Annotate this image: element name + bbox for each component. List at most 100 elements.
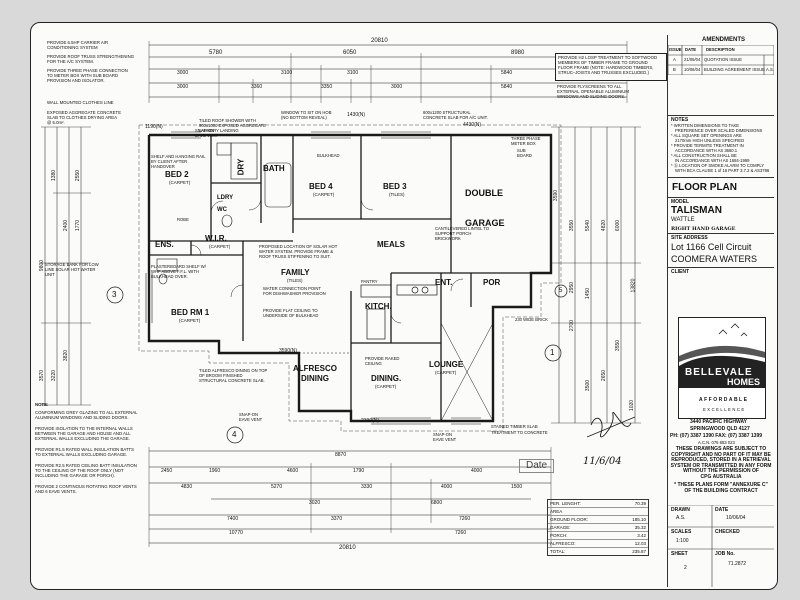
grid-mark: 1 [550, 348, 555, 357]
room-ldry: LDRY [217, 195, 234, 201]
annotation-snap-vent: SNAP-ON EAVE VENT [433, 432, 457, 442]
stats-label: GARAGE: [550, 525, 571, 530]
stats-label: TOTAL: [550, 549, 566, 554]
stats-label: ALFRESCO: [550, 541, 576, 546]
room-alfresco-2: DINING [301, 374, 329, 383]
logo-graphic [679, 318, 765, 388]
note-line: PROVIDE 6.5HP CARRIER AIR [47, 40, 109, 45]
amendments-header: AMENDMENTS [702, 37, 745, 43]
dim-ref: 2390(N) [361, 418, 380, 424]
dim-text: 3100 [347, 70, 359, 76]
grid-mark: 4 [232, 430, 237, 439]
dim-text: 3220 [51, 369, 58, 382]
dim-text: 3100 [281, 70, 293, 76]
grid-mark: 5 [559, 288, 563, 294]
left-notes-top: PROVIDE 6.5HP CARRIER AIR CONDITIONING S… [43, 40, 143, 91]
note-line: IN ACCORDANCE WITH AS 1684-1999 [675, 158, 750, 163]
dim-text: 1020 [629, 399, 636, 412]
stats-value: 12.03 [634, 541, 646, 546]
dim-text: 7400 [227, 516, 239, 522]
site-box: SITE ADDRESS Lot 1166 Cell Circuit COOME… [668, 233, 774, 268]
company-phone: PH: (07) 3387 1390 FAX: (07) 3387 1399 [670, 433, 762, 439]
amend-issue: B [673, 67, 676, 72]
model-facade: WATTLE [671, 217, 695, 223]
drawn-label: DRAWN [671, 507, 690, 513]
dim-text: 3350 [321, 84, 333, 90]
job-value: 71.2872 [728, 561, 747, 567]
copyright-line: COPYRIGHT AND NO PART OF IT MAY BE [671, 451, 771, 458]
stats-label: PORCH: [550, 533, 568, 538]
room-bath: BATH [263, 164, 285, 173]
note-line: EXTERNAL WALLS EXCLUDING THE GARAGE. [35, 436, 130, 441]
dim-text: 9800 [39, 259, 46, 272]
sheet-value: 2 [684, 565, 687, 571]
dim-text: 4830 [181, 484, 193, 490]
amend-date: 21/05/04 [684, 57, 701, 62]
note-line: TO THE CEILING OF THE ROOF ONLY (NOT [35, 468, 124, 473]
room-ent: ENT. [435, 278, 453, 287]
signature-date: 11/6/04 [583, 456, 622, 467]
dim-text: 1500 [511, 484, 523, 490]
notes-header: NOTES [671, 117, 689, 123]
model-label: MODEL [671, 199, 690, 205]
stats-row: AREA [548, 508, 648, 516]
note-line: WALL MOUNTED CLOTHES LINE [47, 100, 114, 105]
model-box: MODEL TALISMAN WATTLE RIGHT HAND GARAGE [668, 197, 774, 234]
date-label: DATE [715, 507, 729, 513]
stats-row: ALFRESCO: 12.03 [548, 540, 648, 548]
dim-text: 6000 [615, 219, 622, 232]
dim-text: 13820 [630, 278, 637, 293]
note-line: PROVIDE 2 CONTINOUS ROTATING ROOF VENTS [35, 484, 137, 489]
note-line: EXPOSED AGGREGATE CONCRETE [47, 110, 121, 115]
room-sub: (TILES) [389, 192, 405, 197]
room-lounge: LOUNGE [429, 360, 464, 369]
note-line: TO METER BOX WITH SUB BOARD [47, 73, 119, 78]
drawn-value: A.S. [676, 515, 686, 521]
site-line-1: Lot 1166 Cell Circuit [671, 242, 752, 252]
top-note-right: PROVIDE FLYSCREENS TO ALL EXTERNAL OPENA… [555, 84, 665, 105]
brand-name: BELLEVALE [685, 367, 753, 378]
room-garage-2: GARAGE [465, 218, 505, 228]
annotation-ac-slab: 600x1200 STRUCTURAL CONCRETE SLAB FOR A/… [423, 110, 488, 120]
dim-text: 3370 [331, 516, 343, 522]
dim-text: 3360 [251, 84, 263, 90]
top-note-box: PROVIDE H2 LOSP TREATMENT TO SOFTWOOD ME… [555, 53, 667, 81]
note-line: * PROVIDE TERMITE TREATMENT IN [671, 143, 744, 148]
note-line: CONDITIONING SYSTEM [47, 45, 98, 50]
note-line: ACCORDANCE WITH AS 3660.1 [675, 148, 738, 153]
dim-text: 3000 [177, 70, 189, 76]
annotation-shelf: SHELF AND HANGING RAIL BY CLIENT AFTER H… [151, 154, 206, 169]
stats-label: AREA [550, 509, 563, 514]
note-line: PREFERENCE OVER SCALED DIMENSIONS [675, 128, 763, 133]
annotation-window-hob: WINDOW TO SIT ON HOB (NO BOTTOM REVEAL) [281, 110, 332, 120]
note-line: PROVIDE R2.5 RATED CEILING BATT INSULATI… [35, 463, 137, 468]
sheet-label: SHEET [671, 551, 688, 557]
note-line: MEMBERS OF TIMBER FRAME TO GROUND [558, 60, 648, 65]
dim-ref: 1190(N) [145, 124, 163, 130]
room-bed3: BED 3 [383, 182, 407, 191]
dim-text: 3550 [615, 339, 622, 352]
dim-text: 4000 [441, 484, 453, 490]
amendments-grid [668, 45, 774, 75]
stats-value: 70.39 [634, 501, 646, 506]
copyright-line: SYSTEM OR TRANSMITTED IN ANY FORM [670, 462, 772, 469]
floor-plan-svg [41, 41, 641, 547]
dim-text: 8980 [511, 50, 525, 56]
dim-text: 3550 [569, 219, 576, 232]
left-notes-mid: WALL MOUNTED CLOTHES LINE EXPOSED AGGREG… [43, 100, 143, 141]
annotation-snap-vent: SNAP-ON EAVE VENT [239, 412, 263, 422]
amend-issue: A [673, 57, 676, 62]
annotation-robe: ROBE [177, 217, 189, 222]
note-line: * ALL SQUARE SET OPENINGS ARE [671, 133, 742, 138]
stats-label: GROUND FLOOR: [550, 517, 589, 522]
dim-ref: 4430(N) [463, 122, 482, 128]
stats-label: PER. LENGHT: [550, 501, 581, 506]
dim-text: 1450 [585, 287, 592, 300]
brand-name-2: HOMES [727, 377, 761, 387]
annotation-laundry-landing: TILED ROOF SHOWER WITH 900x1000 EXPOSED … [199, 118, 266, 133]
annotation-pier: TREATMENT TO CONCRETE [491, 430, 548, 435]
room-bed4: BED 4 [309, 182, 333, 191]
note-line: INCLUDING THE GARAGE OR PORCH). [35, 473, 115, 478]
room-meals: MEALS [377, 240, 405, 249]
note-line: PROVISION AND ISOLATOR. [47, 78, 105, 83]
